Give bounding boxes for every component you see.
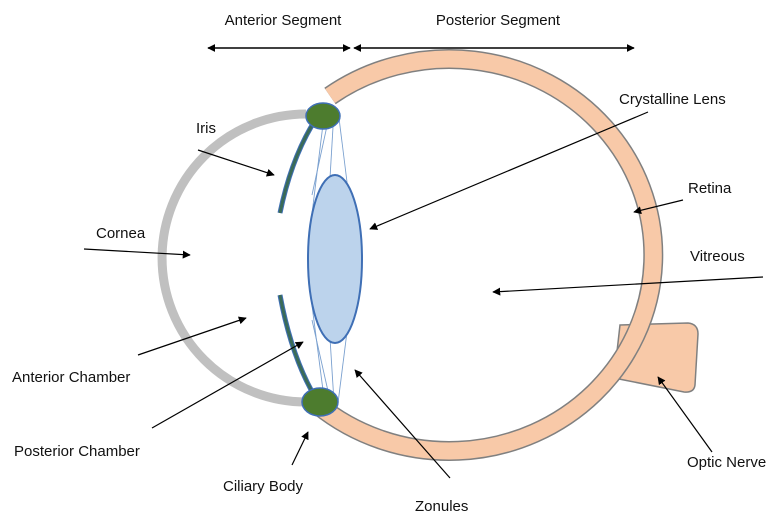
vitreous-pointer <box>493 277 763 292</box>
cornea-pointer <box>84 249 190 255</box>
cornea-label: Cornea <box>96 225 146 242</box>
cornea-shape <box>162 114 306 402</box>
ciliary-body-label: Ciliary Body <box>223 478 304 495</box>
crystalline-lens-shape <box>308 175 362 343</box>
crystalline-lens-pointer <box>370 112 648 229</box>
ciliary-body-upper <box>306 103 340 129</box>
posterior-segment-label: Posterior Segment <box>436 12 561 29</box>
ciliary-body-pointer <box>292 432 308 465</box>
crystalline-lens-label: Crystalline Lens <box>619 91 726 108</box>
posterior-chamber-label: Posterior Chamber <box>14 443 140 460</box>
anterior-segment-label: Anterior Segment <box>225 12 343 29</box>
iris-pointer <box>198 150 274 175</box>
sclera-shape <box>318 59 653 451</box>
ciliary-body-lower <box>302 388 338 416</box>
iris-label: Iris <box>196 120 216 137</box>
posterior-chamber-pointer <box>152 342 303 428</box>
optic-nerve-label: Optic Nerve <box>687 454 766 471</box>
zonules-label: Zonules <box>415 498 468 515</box>
zonules-pointer <box>355 370 450 478</box>
vitreous-label: Vitreous <box>690 248 745 265</box>
anterior-chamber-label: Anterior Chamber <box>12 369 130 386</box>
retina-label: Retina <box>688 180 732 197</box>
